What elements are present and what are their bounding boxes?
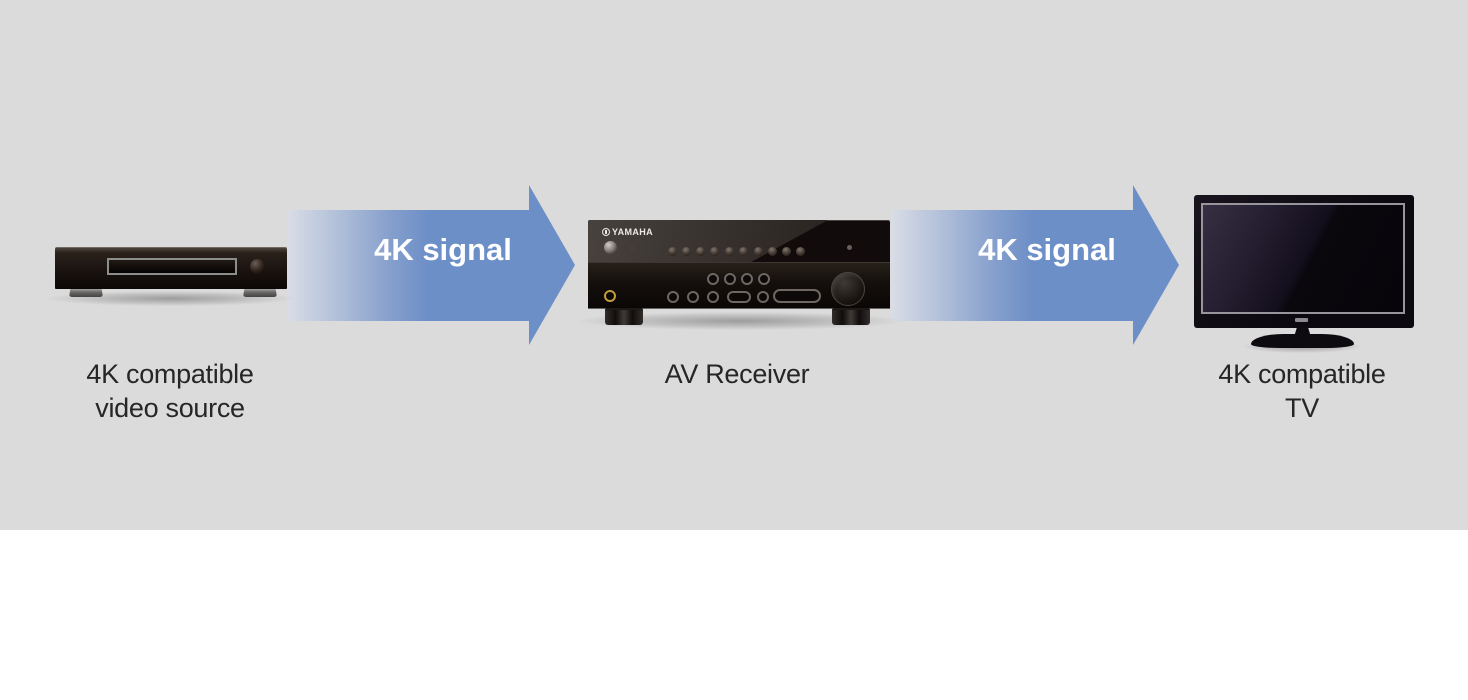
tv-caption-line1: 4K compatible [1218, 359, 1386, 389]
tv-device [1194, 195, 1414, 328]
preset-button [739, 247, 748, 256]
receiver-top-panel: YAMAHA [588, 220, 890, 262]
tv-caption: 4K compatible TV [1152, 357, 1452, 425]
player-shadow [48, 291, 294, 306]
arrow-head-icon [1133, 185, 1179, 345]
tv-stand-neck [1294, 327, 1311, 337]
indicator-dot [630, 246, 634, 250]
player-foot [243, 289, 277, 297]
selector-knob [667, 291, 679, 303]
source-caption: 4K compatible video source [20, 357, 320, 425]
tv-screen [1201, 203, 1405, 314]
brand-text: YAMAHA [612, 227, 654, 237]
front-display-port [773, 289, 821, 303]
source-caption-line2: video source [95, 393, 245, 423]
preset-button [754, 247, 763, 256]
player-foot [69, 289, 103, 297]
receiver-foot [832, 308, 870, 325]
selector-knob [757, 291, 769, 303]
signal-arrow-label: 4K signal [978, 232, 1116, 267]
preset-button [710, 247, 719, 256]
preset-button [682, 247, 691, 256]
selector-knob [758, 273, 770, 285]
headphone-jack [604, 290, 616, 302]
signal-arrow-label: 4K signal [374, 232, 512, 267]
power-button [604, 241, 617, 254]
tv-brand-badge [1295, 318, 1308, 322]
disc-tray [107, 258, 237, 275]
preset-button [796, 247, 805, 256]
selector-knob [687, 291, 699, 303]
receiver-front-panel [588, 262, 890, 308]
selector-knob [707, 291, 719, 303]
arrow-body [287, 210, 529, 321]
preset-button [768, 247, 777, 256]
signal-arrow-source-to-receiver: 4K signal [287, 185, 575, 345]
receiver-caption-line1: AV Receiver [664, 359, 810, 389]
yamaha-tuning-fork-icon [602, 228, 610, 236]
selector-knob [741, 273, 753, 285]
arrow-body [891, 210, 1133, 321]
receiver-foot [605, 308, 643, 325]
tv-caption-line2: TV [1285, 393, 1319, 423]
front-input-port [727, 291, 751, 303]
receiver-shadow [578, 312, 902, 330]
preset-button [725, 247, 734, 256]
receiver-caption: AV Receiver [587, 357, 887, 391]
source-caption-line1: 4K compatible [86, 359, 254, 389]
tv-stand-base [1251, 334, 1354, 348]
selector-knob [724, 273, 736, 285]
indicator-dot [847, 245, 852, 250]
signal-arrow-receiver-to-tv: 4K signal [891, 185, 1179, 345]
preset-button [782, 247, 791, 256]
selector-knob [707, 273, 719, 285]
av-receiver-device: YAMAHA [588, 220, 890, 325]
yamaha-logo: YAMAHA [602, 227, 653, 237]
player-knob [250, 259, 265, 274]
video-source-device [55, 247, 287, 297]
preset-button [696, 247, 705, 256]
volume-knob [831, 272, 865, 306]
preset-button [668, 247, 677, 256]
arrow-head-icon [529, 185, 575, 345]
